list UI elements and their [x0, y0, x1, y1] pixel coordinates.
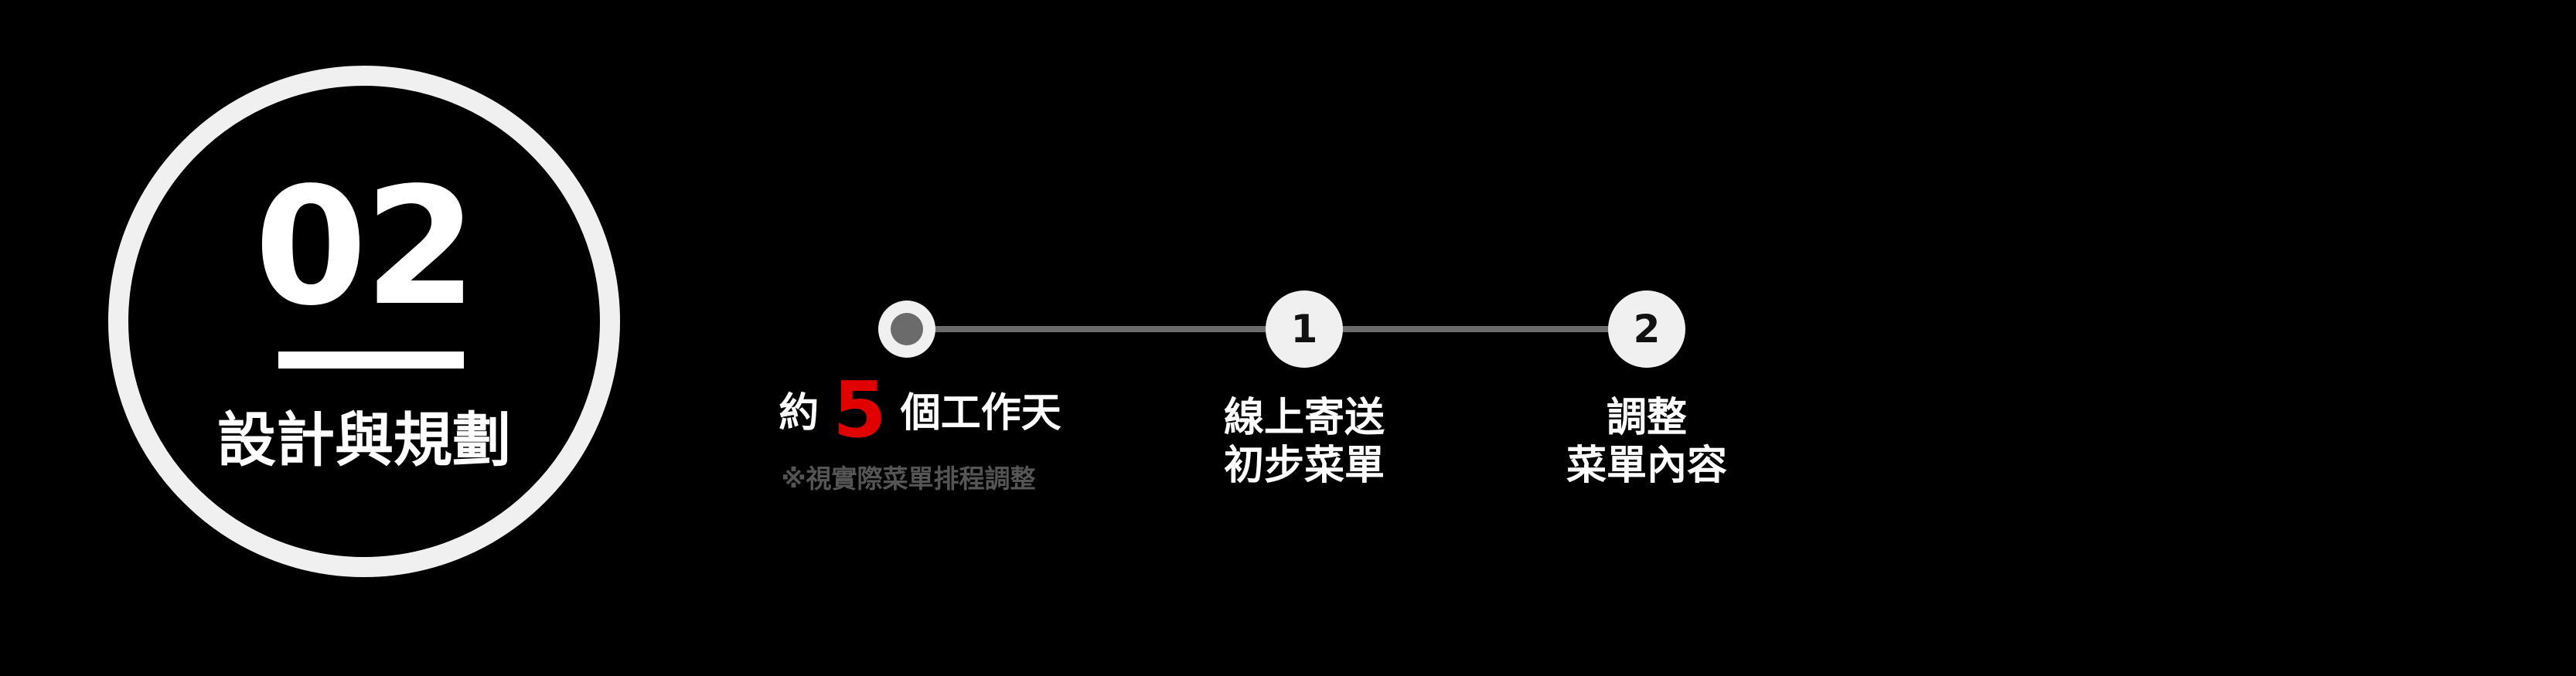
- step-2-label-line1: 調整: [1606, 395, 1687, 441]
- step-1-label-line2: 初步菜單: [1223, 443, 1385, 489]
- phase-title: 設計與規劃: [217, 406, 511, 474]
- working-days-suffix: 個工作天: [900, 390, 1061, 437]
- timeline-start-dot-center: [891, 313, 923, 345]
- step-1-label: 線上寄送 初步菜單: [1191, 394, 1418, 490]
- step-2-label: 調整 菜單內容: [1535, 394, 1759, 490]
- working-days-count: 5: [833, 365, 887, 455]
- working-days-label: 約 5 個工作天: [758, 365, 1082, 456]
- step-2-marker: 2: [1608, 290, 1685, 368]
- phase-number: 02: [254, 152, 477, 341]
- timeline-start-dot-icon: [878, 301, 935, 358]
- phase-number-underline: [278, 352, 464, 369]
- working-days-prefix: 約: [779, 390, 819, 437]
- step-1-marker: 1: [1266, 290, 1343, 368]
- step-1-label-line1: 線上寄送: [1223, 395, 1385, 441]
- schedule-note: ※視實際菜單排程調整: [781, 464, 1036, 494]
- step-2-label-line2: 菜單內容: [1566, 443, 1727, 489]
